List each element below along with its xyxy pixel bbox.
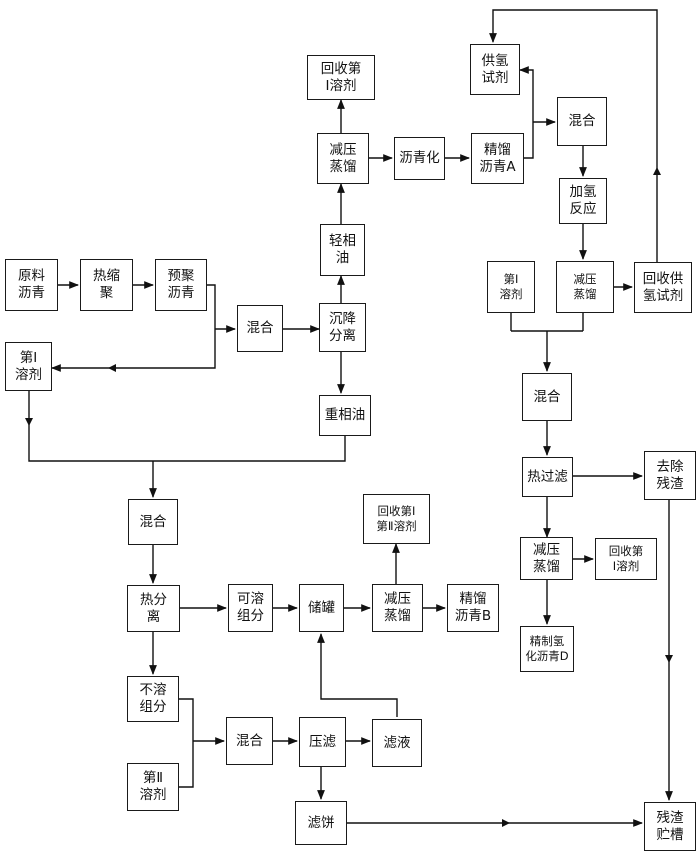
node-solvent-1-left: 第Ⅰ 溶剂 bbox=[5, 342, 52, 391]
node-press-filtration: 压滤 bbox=[299, 717, 346, 767]
node-mix-5: 混合 bbox=[226, 717, 273, 765]
node-storage-tank: 储罐 bbox=[299, 584, 344, 632]
line-solvent1-down bbox=[28, 391, 346, 462]
node-filtrate: 滤液 bbox=[372, 719, 422, 767]
line-pitchA-to-junction bbox=[524, 122, 534, 159]
node-vacuum-distillation-1: 减压 蒸馏 bbox=[317, 133, 369, 184]
node-hot-filtration: 热过滤 bbox=[522, 457, 573, 497]
node-mix-1: 混合 bbox=[237, 305, 283, 352]
arrow-junction-to-solvent1 bbox=[51, 325, 216, 372]
node-mix-2: 混合 bbox=[557, 97, 607, 146]
node-refined-pitch-b: 精馏 沥青B bbox=[447, 584, 499, 632]
arrow-junction-to-hdonor bbox=[519, 66, 534, 122]
line-insoluble-to-mix5 bbox=[179, 698, 194, 741]
node-recover-solvent-1-top: 回收第 Ⅰ溶剂 bbox=[307, 55, 375, 100]
node-hot-separation: 热分 离 bbox=[127, 585, 180, 632]
node-hydrogen-donor-reagent: 供氢 试剂 bbox=[470, 44, 520, 95]
node-hydrogenation-reaction: 加氢 反应 bbox=[559, 178, 607, 224]
arrow-recoverH-loop bbox=[489, 9, 658, 262]
node-recover-solvent-1-2: 回收第Ⅰ 第Ⅱ溶剂 bbox=[363, 494, 430, 544]
node-mix-3: 混合 bbox=[522, 373, 572, 421]
node-remove-residue: 去除 残渣 bbox=[644, 451, 696, 500]
node-heavy-phase-oil: 重相油 bbox=[319, 395, 371, 436]
node-residue-storage-tank: 残渣 贮槽 bbox=[644, 802, 696, 851]
node-mix-4: 混合 bbox=[128, 499, 178, 545]
node-soluble-component: 可溶 组分 bbox=[228, 584, 273, 632]
arrow-filtrate-to-storage bbox=[317, 633, 398, 717]
node-insoluble-component: 不溶 组分 bbox=[127, 676, 179, 722]
node-refined-pitch-a: 精馏 沥青A bbox=[471, 133, 524, 184]
node-vacuum-distillation-2: 减压 蒸馏 bbox=[556, 261, 614, 313]
node-filter-cake: 滤饼 bbox=[295, 801, 347, 845]
node-solvent-2: 第Ⅱ 溶剂 bbox=[127, 763, 179, 811]
node-settling-separation: 沉降 分离 bbox=[319, 303, 366, 352]
line-prepoly-to-junction bbox=[207, 284, 216, 325]
line-solvent2-to-mix5 bbox=[179, 741, 194, 788]
node-pitch-formation: 沥青化 bbox=[394, 137, 445, 180]
node-recover-solvent-1-right: 回收第 Ⅰ溶剂 bbox=[595, 538, 657, 580]
node-vacuum-distillation-3: 减压 蒸馏 bbox=[520, 537, 573, 580]
node-thermal-polycondensation: 热缩 聚 bbox=[80, 259, 133, 311]
node-vacuum-distillation-4: 减压 蒸馏 bbox=[372, 584, 423, 632]
node-light-phase-oil: 轻相 油 bbox=[320, 224, 365, 276]
node-refined-hydrogenated-pitch-d: 精制氢 化沥青D bbox=[520, 626, 574, 672]
node-recover-hydrogen-donor: 回收供 氢试剂 bbox=[634, 262, 692, 313]
node-prepolymerized-pitch: 预聚 沥青 bbox=[155, 259, 207, 311]
node-raw-pitch: 原料 沥青 bbox=[5, 259, 58, 311]
node-solvent-1-right: 第Ⅰ 溶剂 bbox=[487, 261, 535, 313]
